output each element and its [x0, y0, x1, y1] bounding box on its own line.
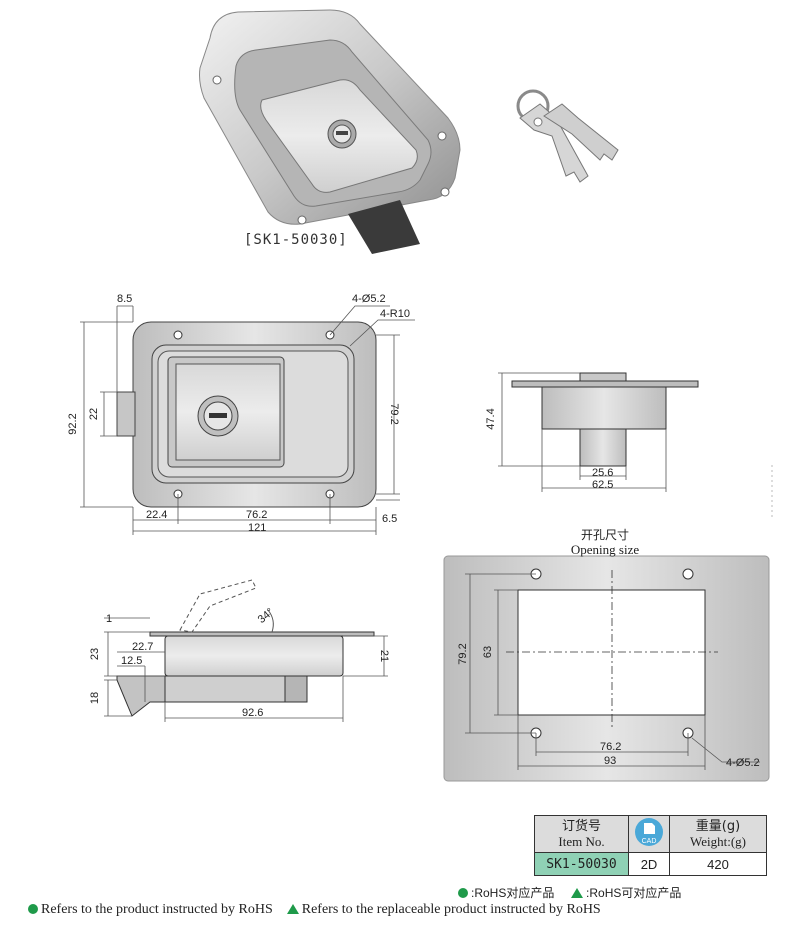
legend-en-replaceable: Refers to the replaceable product instru…: [301, 902, 601, 917]
dim-opening-holes: 4-Ø5.2: [726, 757, 760, 769]
dim-opening-height-outer: 79.2: [457, 643, 469, 664]
dim-radius: 4-R10: [380, 308, 410, 320]
side-view: [498, 372, 699, 492]
opening-size-title-en: Opening size: [570, 542, 640, 557]
dim-flange: 1: [106, 613, 112, 625]
dim-inner-offset: 12.5: [121, 655, 142, 667]
legend-en: Refers to the product instructed by RoHS…: [28, 902, 601, 918]
dim-opening-height-inner: 63: [482, 646, 494, 658]
weight-header: 重量(g) Weight:(g): [669, 815, 767, 853]
dim-opening-width: 93: [604, 755, 616, 767]
dim-bottom-offset: 6.5: [382, 513, 397, 525]
dim-body-width: 62.5: [592, 479, 613, 491]
dim-opening-hole-spacing: 76.2: [600, 741, 621, 753]
rohs-dot-icon: [458, 888, 468, 898]
cad-header: CAD: [628, 815, 670, 853]
opening-size-title-cn: 开孔尺寸: [580, 528, 629, 542]
legend-en-rohs: Refers to the product instructed by RoHS: [41, 902, 273, 917]
front-view: [80, 305, 415, 535]
section-view: [104, 579, 388, 722]
rohs-triangle-icon-en: [286, 904, 299, 914]
dim-handle-height: 22: [88, 408, 100, 420]
dim-holes-front: 4-Ø5.2: [352, 293, 386, 305]
opening-size-panel: [443, 555, 770, 782]
dim-hole-spacing-front: 76.2: [246, 509, 267, 521]
weight-cell: 420: [669, 852, 767, 876]
dim-height-inner: 79.2: [388, 403, 400, 424]
legend-cn-replaceable: :RoHS可对应产品: [586, 886, 682, 900]
dim-depth-right: 21: [378, 650, 390, 662]
dim-left-offset: 22.4: [146, 509, 167, 521]
product-photo-latch: [199, 9, 461, 254]
rohs-triangle-icon: [571, 888, 584, 898]
weight-cn: 重量(g): [695, 819, 741, 834]
dim-depth-left: 23: [89, 648, 101, 660]
product-photo-keys: [516, 89, 619, 183]
legend-cn-rohs: :RoHS对应产品: [471, 886, 555, 900]
item-no-header: 订货号 Item No.: [534, 815, 629, 853]
order-table: 订货号 Item No. CAD 重量(g) Weight:(g) SK1-50…: [534, 815, 767, 876]
item-no-en: Item No.: [558, 834, 605, 849]
dim-open-offset: 22.7: [132, 641, 153, 653]
dim-stem-width: 25.6: [592, 467, 613, 479]
item-code-cell: SK1-50030: [534, 852, 629, 876]
weight-en: Weight:(g): [690, 834, 746, 849]
opening-size-title: 开孔尺寸 Opening size: [540, 526, 670, 558]
product-caption: [SK1-50030]: [244, 232, 348, 248]
cad-icon: CAD: [635, 818, 663, 846]
dim-width-total: 121: [248, 522, 266, 534]
dim-depth: 47.4: [485, 408, 497, 429]
dim-height-total: 92.2: [67, 413, 79, 434]
item-no-cn: 订货号: [561, 819, 601, 834]
dim-handle-height-section: 18: [89, 692, 101, 704]
dim-length: 92.6: [242, 707, 263, 719]
svg-text:CAD: CAD: [642, 838, 657, 845]
rohs-dot-icon-en: [28, 904, 38, 914]
dim-top-offset: 8.5: [117, 293, 132, 305]
cad-type-cell: 2D: [628, 852, 670, 876]
legend-cn: :RoHS对应产品 :RoHS可对应产品: [458, 884, 681, 901]
